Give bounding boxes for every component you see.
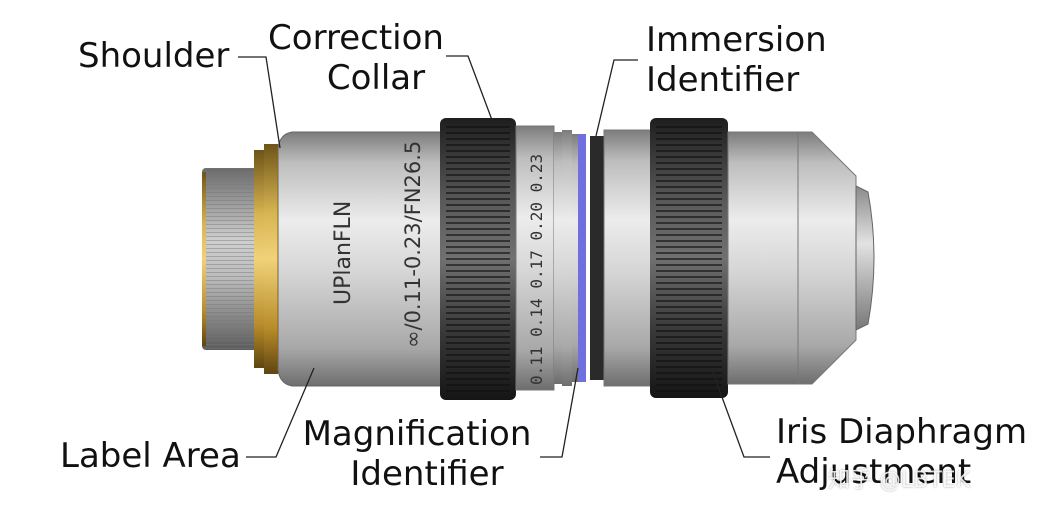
collar-scale-text: 0.11 0.14 0.17 0.20 0.23: [527, 154, 546, 385]
front-barrel: [727, 131, 875, 385]
shoulder-leader: [238, 56, 281, 149]
correction-collar-knurl: [440, 118, 516, 400]
label-immersion-identifier: Immersion Identifier: [646, 20, 827, 100]
label-magnification-identifier: Magnification Identifier: [300, 414, 534, 494]
label-magnification-identifier-line1: Magnification: [302, 414, 532, 454]
magnification-identifier-leader: [540, 367, 579, 458]
label-area-barrel: UPlanFLN ∞/0.11-0.23/FN26.5: [277, 131, 449, 387]
watermark: 知乎 @LBTEK: [828, 468, 971, 493]
label-iris-diaphragm-adjustment: Iris Diaphragm Adjustment: [776, 412, 1027, 492]
label-correction-collar-line2: Collar: [326, 58, 426, 98]
label-iris-diaphragm-adjustment-line2: Adjustment: [776, 452, 972, 492]
collar-scale-ring: 0.11 0.14 0.17 0.20 0.23: [515, 125, 555, 391]
spacer-rings: [554, 130, 582, 386]
iris-diaphragm-leader: [711, 369, 770, 458]
immersion-band: [578, 134, 586, 382]
iris-diaphragm-knurl: [650, 118, 728, 398]
correction-collar-leader: [446, 55, 493, 121]
thread-section: [202, 168, 258, 350]
engraving-model: UPlanFLN: [331, 201, 356, 305]
label-immersion-identifier-line2: Identifier: [646, 60, 800, 100]
leader-lines: [238, 55, 770, 458]
label-immersion-identifier-line1: Immersion: [646, 20, 827, 60]
shoulder-ring: [254, 144, 278, 374]
label-magnification-identifier-line2: Identifier: [350, 454, 504, 494]
label-correction-collar: Correction Collar: [262, 18, 450, 98]
label-shoulder: Shoulder: [78, 36, 230, 76]
immersion-identifier-leader: [595, 59, 638, 137]
engraving-spec: ∞/0.11-0.23/FN26.5: [401, 141, 425, 348]
label-iris-diaphragm-adjustment-line1: Iris Diaphragm: [776, 412, 1028, 452]
middle-barrel: [603, 129, 655, 387]
label-correction-collar-line1: Correction: [268, 18, 444, 58]
label-label-area: Label Area: [60, 436, 241, 476]
groove: [590, 136, 604, 380]
label-area-leader: [246, 367, 315, 458]
